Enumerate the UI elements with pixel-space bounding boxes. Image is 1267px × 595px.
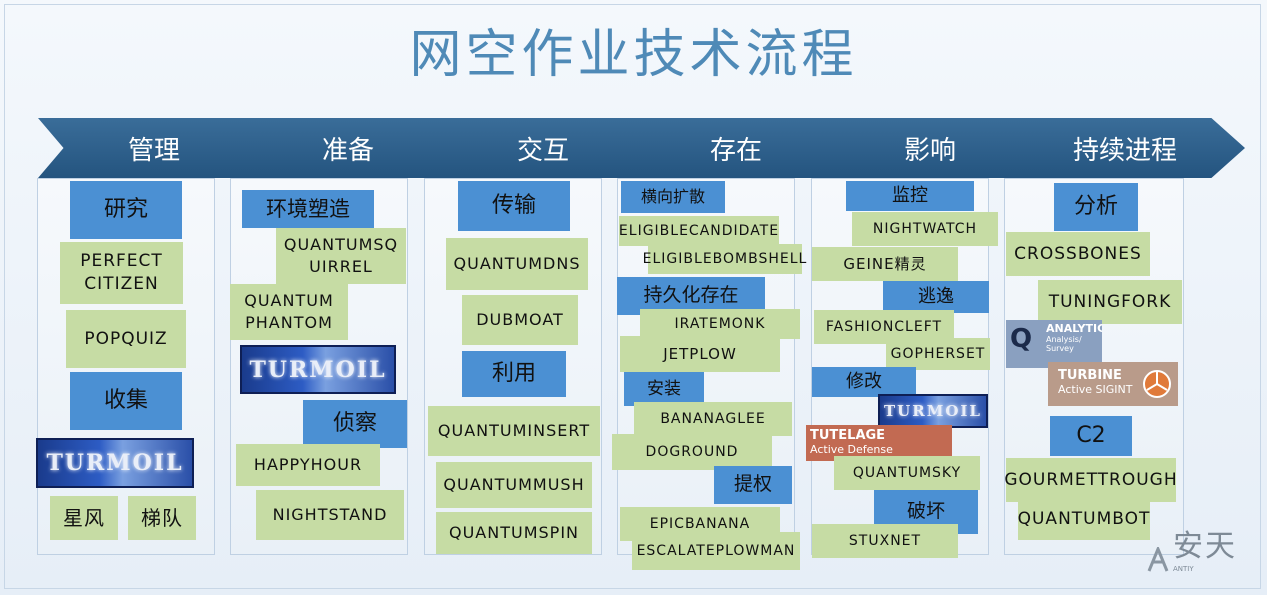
box-escape: 逃逸 [883, 281, 989, 313]
box-quantumphantom: QUANTUM PHANTOM [230, 284, 348, 340]
box-c2: C2 [1050, 416, 1132, 456]
box-perfect-citizen-line2: CITIZEN [84, 274, 159, 294]
turmoil-logo-2: TURMOIL [240, 345, 396, 394]
analytics-logo: Q ANALYTICS Analysis/ Survey [1006, 320, 1102, 368]
turmoil-logo-3: TURMOIL [878, 394, 988, 428]
box-recon: 侦察 [303, 400, 407, 448]
box-quantumphantom-line1: QUANTUM [244, 291, 334, 311]
box-xingfeng: 星风 [50, 496, 118, 540]
antiy-brand-text: 安天 [1173, 529, 1237, 564]
stage-chevron-5: 影响 [812, 118, 1048, 178]
box-exploit: 利用 [462, 351, 566, 397]
box-eligiblebombshell: ELIGIBLEBOMBSHELL [643, 244, 806, 274]
box-install: 安装 [624, 372, 704, 406]
box-iratemonk: IRATEMONK [640, 309, 800, 339]
box-bananaglee: BANANAGLEE [634, 402, 792, 436]
turbine-icon [1143, 370, 1171, 398]
box-jetplow: JETPLOW [620, 336, 780, 372]
box-quantumsquirrel-line1: QUANTUMSQ [283, 235, 399, 255]
analytics-title: ANALYTICS [1046, 322, 1102, 335]
turbine-title: TURBINE [1058, 368, 1122, 383]
box-monitor: 监控 [846, 181, 974, 211]
box-quantummush: QUANTUMMUSH [436, 462, 592, 508]
box-nightwatch: NIGHTWATCH [852, 212, 998, 246]
antiy-logo-icon [1147, 547, 1169, 572]
tutelage-logo: TUTELAGE Active Defense [806, 425, 952, 461]
page-title: 网空作业技术流程 [409, 25, 858, 85]
analytics-subtitle: Analysis/ Survey [1046, 335, 1082, 353]
box-collect: 收集 [70, 372, 182, 430]
box-quantumbot: QUANTUMBOT [1018, 498, 1150, 540]
tutelage-title: TUTELAGE [810, 428, 886, 443]
stage-chevron-2: 准备 [230, 118, 466, 178]
antiy-brand-small: ANTIY [1173, 565, 1194, 573]
box-perfect-citizen: PERFECT CITIZEN [60, 242, 183, 304]
box-escalateplowman: ESCALATEPLOWMAN [632, 532, 800, 570]
box-popquiz: POPQUIZ [66, 310, 186, 368]
box-happyhour: HAPPYHOUR [236, 444, 380, 486]
box-nightstand: NIGHTSTAND [256, 490, 404, 540]
box-tidui: 梯队 [128, 496, 196, 540]
box-analysis: 分析 [1054, 183, 1138, 231]
box-quantumdns: QUANTUMDNS [446, 238, 588, 290]
box-privilege-escalation: 提权 [714, 466, 792, 504]
box-quantumsky: QUANTUMSKY [834, 456, 980, 490]
box-quantumspin: QUANTUMSPIN [436, 512, 592, 554]
box-quantumsquirrel: QUANTUMSQ UIRREL [276, 228, 406, 284]
box-crossbones: CROSSBONES [1006, 232, 1150, 276]
box-quantumphantom-line2: PHANTOM [245, 313, 333, 332]
box-lateral-spread: 横向扩散 [621, 181, 725, 213]
box-quantumsquirrel-line2: UIRREL [309, 257, 373, 276]
box-transfer: 传输 [458, 181, 570, 231]
box-tuningfork: TUNINGFORK [1038, 280, 1182, 324]
diagram-frame [4, 4, 1261, 589]
antiy-watermark: 安天 ANTIY [1147, 521, 1237, 573]
box-perfect-citizen-line1: PERFECT [80, 251, 163, 272]
box-eligiblecandidate: ELIGIBLECANDIDATE [619, 216, 779, 246]
box-gourmettrough: GOURMETTROUGH [1004, 458, 1177, 502]
turmoil-logo-1: TURMOIL [36, 438, 194, 488]
stage-chevron-3: 交互 [425, 118, 661, 178]
stage-chevron-6: 持续进程 [1005, 118, 1245, 178]
box-doground: DOGROUND [612, 434, 772, 470]
box-modify: 修改 [812, 367, 916, 397]
turbine-subtitle: Active SIGINT [1058, 383, 1133, 396]
box-research: 研究 [70, 181, 182, 239]
box-persistence: 持久化存在 [617, 277, 765, 315]
box-stuxnet: STUXNET [812, 524, 958, 558]
stage-chevron-4: 存在 [618, 118, 854, 178]
box-env-shaping: 环境塑造 [242, 190, 374, 228]
analytics-q-icon: Q [1010, 324, 1033, 354]
box-gopherset: GOPHERSET [886, 338, 990, 370]
turbine-logo: TURBINE Active SIGINT [1048, 362, 1178, 406]
tutelage-subtitle: Active Defense [810, 443, 893, 456]
box-geine: GEINE精灵 [812, 247, 958, 281]
box-dubmoat: DUBMOAT [462, 295, 578, 345]
stage-chevron-1: 管理 [38, 118, 270, 178]
box-quantuminsert: QUANTUMINSERT [428, 406, 600, 456]
